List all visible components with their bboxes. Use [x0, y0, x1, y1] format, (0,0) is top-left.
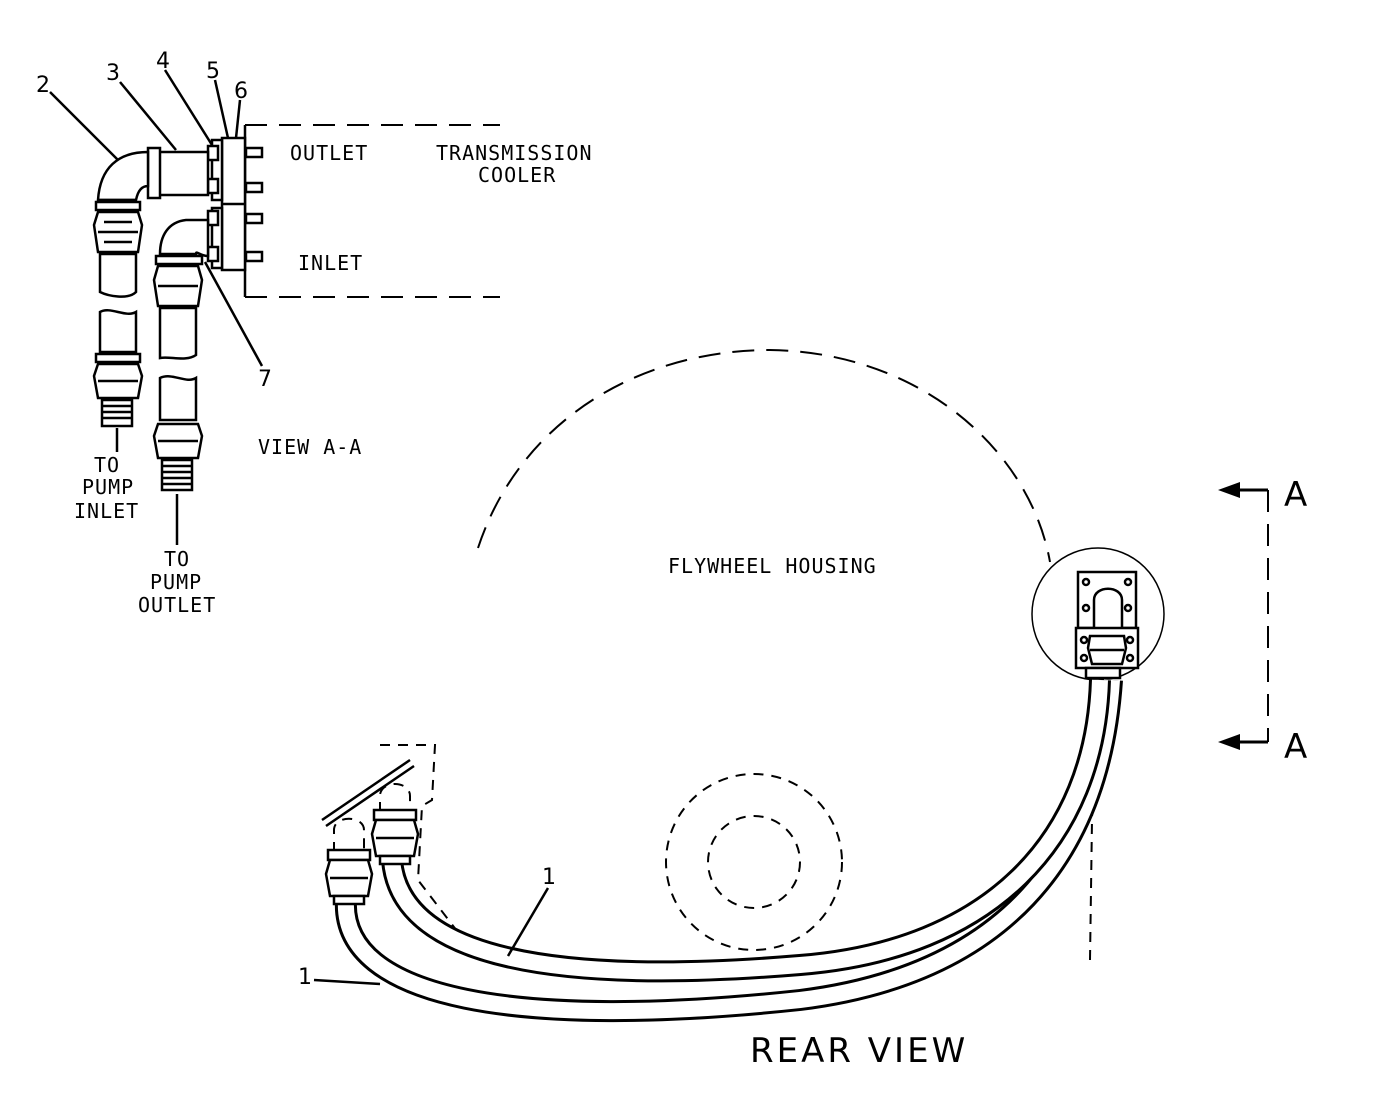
svg-text:INLET: INLET [74, 499, 139, 523]
pulley-outer [665, 773, 843, 951]
section-a-top: A [1284, 475, 1310, 515]
transmission-label: TRANSMISSION [436, 141, 593, 165]
section-a-bottom: A [1284, 727, 1310, 767]
outlet-tube [156, 150, 210, 197]
section-indicator: A A [1218, 475, 1310, 767]
pulley-inner [707, 815, 801, 909]
callout-3: 3 [106, 61, 120, 86]
callout-leader-1b [313, 978, 381, 986]
gasket [210, 206, 224, 270]
hose-fitting [370, 783, 420, 866]
callout-leader-2 [49, 91, 119, 161]
view-aa-detail: 2 3 4 5 6 7 OUTLET INLET TRANSMISSION CO… [36, 49, 593, 617]
callout-6: 6 [234, 79, 248, 104]
svg-text:TO: TO [164, 547, 190, 571]
hose-fitting [324, 817, 374, 906]
hose-section [98, 252, 138, 298]
outlet-label: OUTLET [290, 141, 368, 165]
rear-view: FLYWHEEL HOUSING A A [298, 348, 1310, 1071]
svg-text:PUMP: PUMP [150, 570, 202, 594]
callout-1b: 1 [298, 965, 312, 990]
hose-section [158, 306, 198, 360]
inlet-label: INLET [298, 251, 363, 275]
gasket [210, 138, 224, 202]
to-pump-outlet-label: TO PUMP OUTLET [138, 547, 216, 617]
callout-leader-7 [203, 261, 264, 367]
outlet-sleeve [146, 146, 162, 200]
hose-section [98, 309, 138, 354]
callout-leader-3 [119, 81, 177, 151]
callout-5: 5 [206, 59, 220, 84]
view-aa-label: VIEW A-A [258, 435, 362, 459]
bolt [206, 144, 264, 263]
callout-leader-6 [234, 99, 242, 139]
flywheel-housing-label: FLYWHEEL HOUSING [668, 554, 877, 578]
cooler-label: COOLER [478, 163, 556, 187]
rear-view-label: REAR VIEW [750, 1031, 968, 1071]
nut [94, 200, 142, 212]
callout-2: 2 [36, 73, 50, 98]
to-pump-inlet-label: TO PUMP INLET [74, 453, 139, 523]
nut [154, 254, 204, 266]
callout-4: 4 [156, 49, 170, 74]
inlet-elbow [158, 218, 210, 258]
callout-leader-5 [213, 79, 230, 139]
svg-text:PUMP: PUMP [82, 475, 134, 499]
callout-7: 7 [258, 367, 272, 392]
cooler-mount [1074, 570, 1140, 680]
elbow [96, 150, 150, 202]
callout-1a: 1 [542, 865, 556, 890]
hose-section [158, 375, 198, 422]
flywheel-housing-outline [477, 348, 1051, 563]
threaded-fitting [160, 458, 194, 492]
svg-text:TO: TO [94, 453, 120, 477]
cooler-hose [334, 679, 1123, 1023]
svg-text:OUTLET: OUTLET [138, 593, 216, 617]
mounting-bracket [321, 744, 471, 949]
callout-leader-4 [163, 69, 214, 146]
callout-leader-1a [506, 887, 550, 957]
